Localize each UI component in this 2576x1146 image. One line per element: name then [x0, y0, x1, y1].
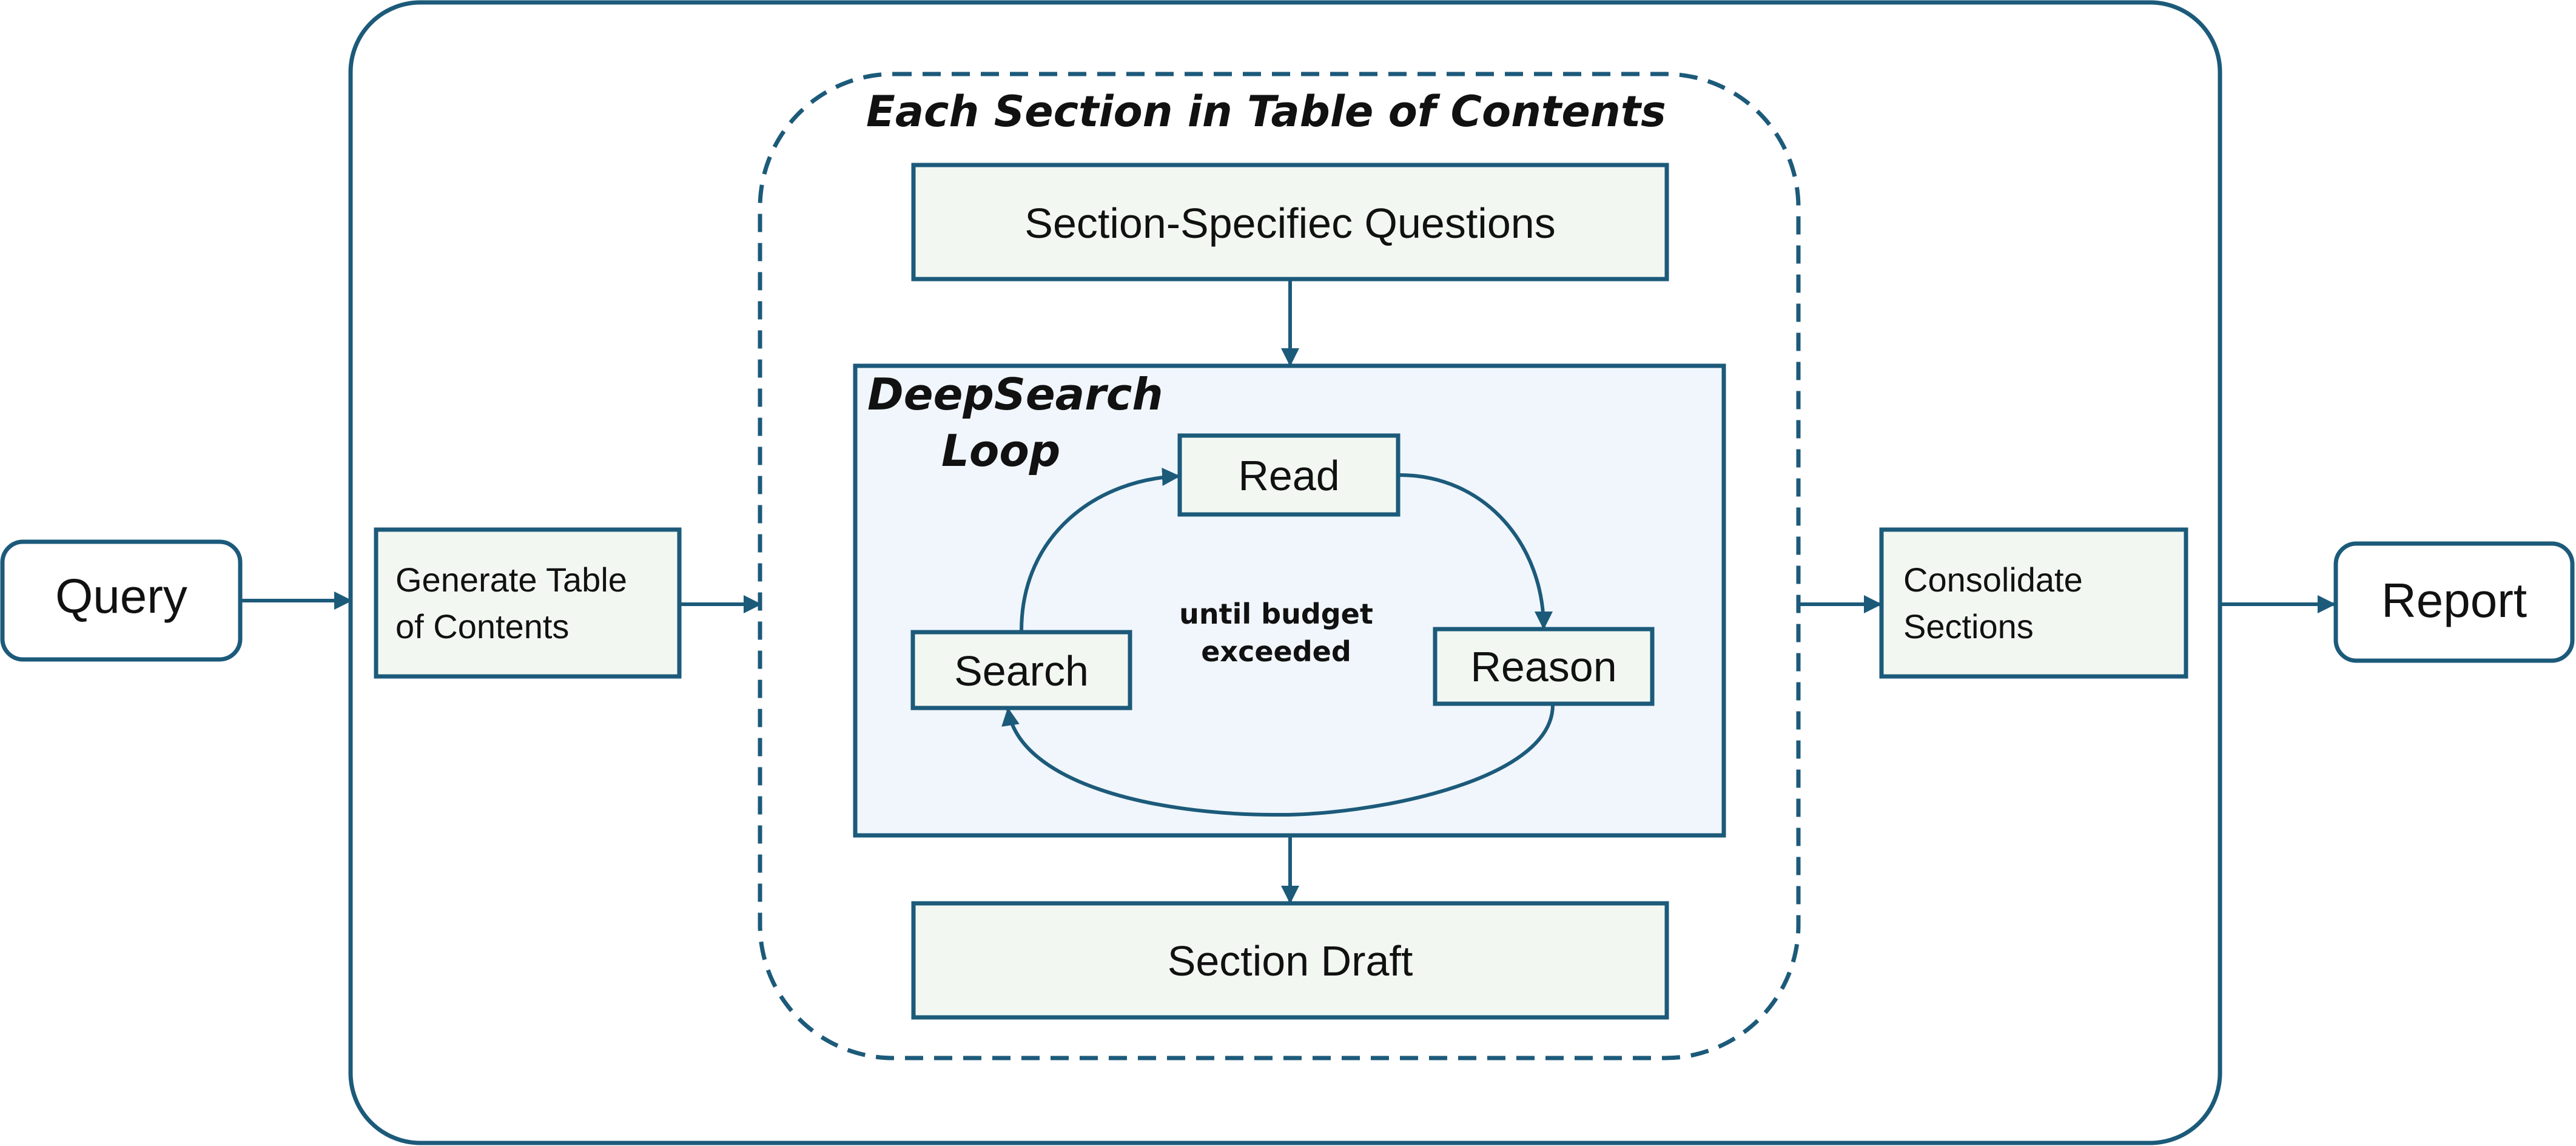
consolidate-box	[1879, 527, 2188, 679]
search-to-read-arrow	[1020, 468, 1180, 632]
section-draft-label: Section Draft	[1168, 937, 1413, 985]
generate-toc-label-line1: Generate Table	[395, 561, 627, 599]
reason-label: Reason	[1470, 643, 1616, 690]
query-box	[0, 539, 243, 662]
search-box	[910, 630, 1132, 710]
consolidate-label-line1: Consolidate	[1903, 561, 2083, 599]
section-loop-container	[758, 72, 1801, 1060]
section-draft-box	[911, 901, 1669, 1020]
consolidate-label-line2: Sections	[1903, 607, 2034, 645]
reason-to-search-arrow	[1001, 704, 1555, 817]
deepsearch-title-line2: Loop	[941, 425, 1060, 476]
section-loop-title: Each Section in Table of Contents	[866, 87, 1666, 137]
query-label: Query	[55, 569, 187, 623]
report-label: Report	[2381, 573, 2527, 627]
deepsearch-title-line1: DeepSearch	[867, 369, 1163, 420]
report-box	[2333, 541, 2575, 663]
section-questions-box	[911, 163, 1669, 281]
search-label: Search	[954, 647, 1089, 695]
loop-condition-line2: exceeded	[1201, 635, 1351, 668]
generate-toc-label-line2: of Contents	[395, 607, 569, 645]
loop-condition-line1: until budget	[1179, 598, 1373, 630]
outer-pipeline-container	[348, 0, 2222, 1145]
read-to-reason-arrow	[1399, 473, 1553, 630]
read-label: Read	[1238, 452, 1339, 499]
generate-toc-box	[374, 527, 682, 679]
section-questions-label: Section-Specifiec Questions	[1024, 200, 1555, 247]
